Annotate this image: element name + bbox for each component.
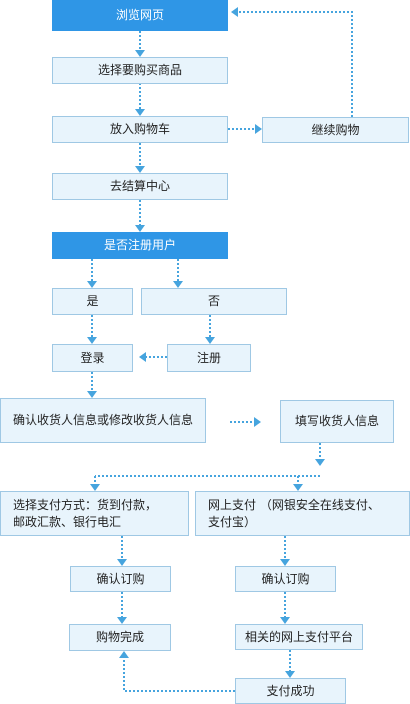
node-confirm-order-left: 确认订购: [70, 566, 171, 592]
arrow-head: [135, 225, 145, 232]
arrow-head: [117, 617, 127, 624]
arrow-head: [315, 459, 325, 466]
arrow-head: [87, 281, 97, 288]
node-pay-success: 支付成功: [235, 678, 346, 704]
node-confirm-order-right: 确认订购: [235, 566, 336, 592]
connector-continue-browse: [238, 11, 353, 117]
node-yes: 是: [52, 288, 133, 315]
node-pay-offline: 选择支付方式：货到付款， 邮政汇款、银行电汇: [0, 491, 189, 536]
pay-online-line2: 支付宝）: [208, 514, 257, 529]
arrow-head: [255, 124, 262, 134]
node-browse: 浏览网页: [52, 0, 228, 31]
arrow-head: [231, 7, 238, 17]
node-fill-info: 填写收货人信息: [280, 400, 394, 443]
arrow-head: [280, 559, 290, 566]
node-register: 注册: [167, 344, 251, 372]
connector-success-done: [123, 658, 235, 692]
node-no: 否: [141, 288, 287, 315]
node-continue-shopping: 继续购物: [262, 117, 409, 143]
arrow-head: [117, 559, 127, 566]
node-select-goods: 选择要购买商品: [52, 57, 228, 84]
node-checkout: 去结算中心: [52, 173, 228, 200]
pay-offline-line1: 选择支付方式：货到付款，: [13, 497, 158, 512]
arrow-head: [173, 281, 183, 288]
pay-online-line1: 网上支付 （网银安全在线支付、: [208, 497, 380, 512]
arrow-head: [87, 391, 97, 398]
arrow-head: [87, 337, 97, 344]
node-online-platform: 相关的网上支付平台: [235, 624, 363, 650]
arrow-head: [293, 484, 303, 491]
arrow-head: [285, 671, 295, 678]
node-shopping-done: 购物完成: [69, 624, 171, 651]
node-confirm-or-edit-info: 确认收货人信息或修改收货人信息: [0, 398, 206, 443]
node-is-registered: 是否注册用户: [52, 232, 228, 259]
arrow-head: [135, 166, 145, 173]
node-pay-online: 网上支付 （网银安全在线支付、 支付宝）: [195, 491, 410, 536]
arrow-head: [254, 417, 261, 427]
arrow-head: [139, 352, 146, 362]
arrow-head: [90, 484, 100, 491]
arrow-head: [119, 651, 129, 658]
pay-offline-line2: 邮政汇款、银行电汇: [13, 514, 122, 529]
node-login: 登录: [52, 344, 133, 372]
arrow-head: [135, 50, 145, 57]
arrow-head: [135, 109, 145, 116]
arrow-head: [205, 337, 215, 344]
node-add-cart: 放入购物车: [52, 116, 228, 143]
arrow-head: [280, 617, 290, 624]
